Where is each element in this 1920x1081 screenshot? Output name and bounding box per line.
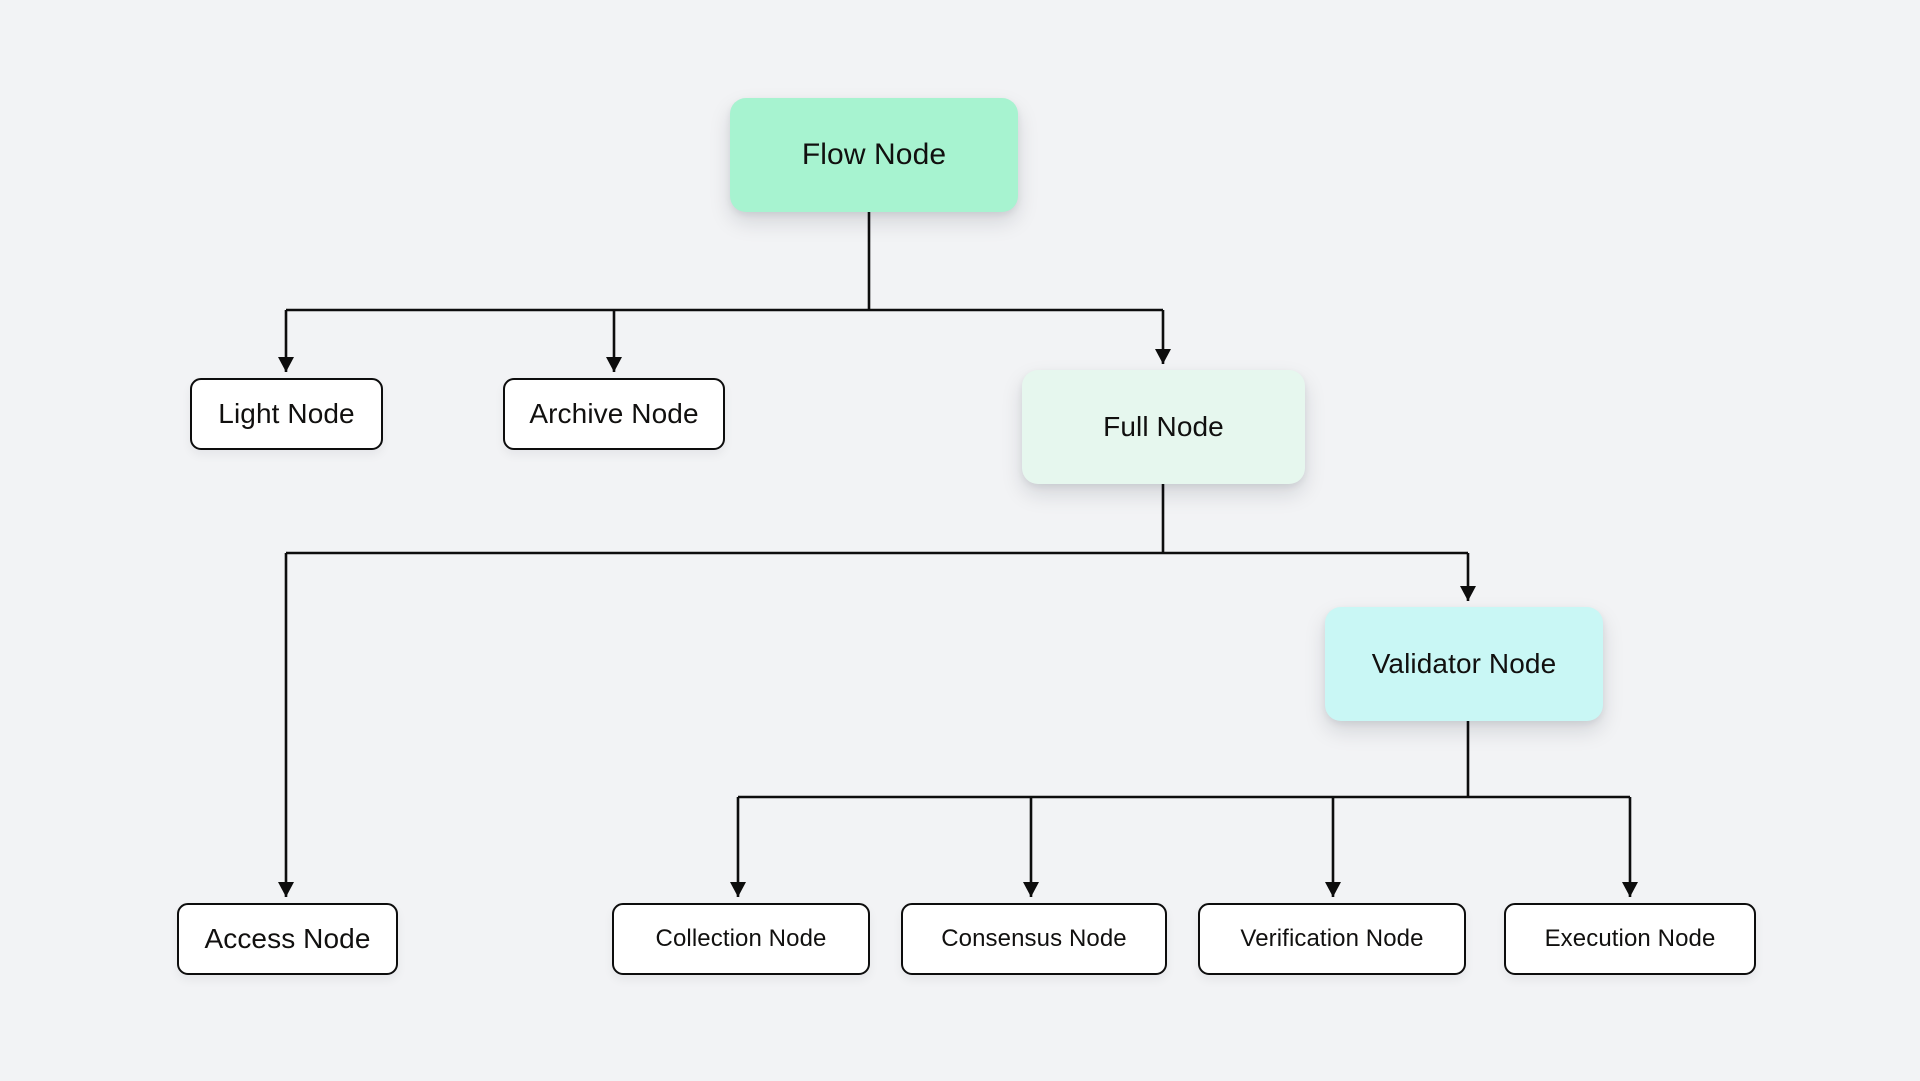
node-label: Flow Node [801, 138, 947, 171]
node-flow-node[interactable]: Flow Node [730, 98, 1018, 212]
node-light-node[interactable]: Light Node [190, 378, 383, 450]
arrowhead-validator-drop-verification [1325, 882, 1341, 897]
node-label: Light Node [218, 398, 355, 429]
node-label: Verification Node [1240, 925, 1424, 952]
node-execution-node[interactable]: Execution Node [1504, 903, 1756, 975]
arrowhead-flow-drop-archive [606, 357, 622, 372]
node-verification-node[interactable]: Verification Node [1198, 903, 1466, 975]
node-label: Archive Node [529, 398, 699, 429]
node-access-node[interactable]: Access Node [177, 903, 398, 975]
arrowhead-flow-drop-light [278, 357, 294, 372]
node-validator-node[interactable]: Validator Node [1325, 607, 1603, 721]
node-label: Full Node [1103, 411, 1224, 442]
node-consensus-node[interactable]: Consensus Node [901, 903, 1167, 975]
node-label: Collection Node [655, 925, 827, 952]
arrowhead-full-drop-validator [1460, 586, 1476, 601]
arrowhead-validator-drop-execution [1622, 882, 1638, 897]
arrowhead-validator-drop-consensus [1023, 882, 1039, 897]
node-archive-node[interactable]: Archive Node [503, 378, 725, 450]
arrowhead-full-drop-access [278, 882, 294, 897]
node-label: Access Node [204, 923, 371, 954]
node-collection-node[interactable]: Collection Node [612, 903, 870, 975]
node-full-node[interactable]: Full Node [1022, 370, 1305, 484]
node-label: Validator Node [1371, 648, 1557, 679]
arrowhead-validator-drop-collection [730, 882, 746, 897]
arrowhead-flow-drop-full [1155, 349, 1171, 364]
node-label: Consensus Node [941, 925, 1127, 952]
node-label: Execution Node [1544, 925, 1716, 952]
